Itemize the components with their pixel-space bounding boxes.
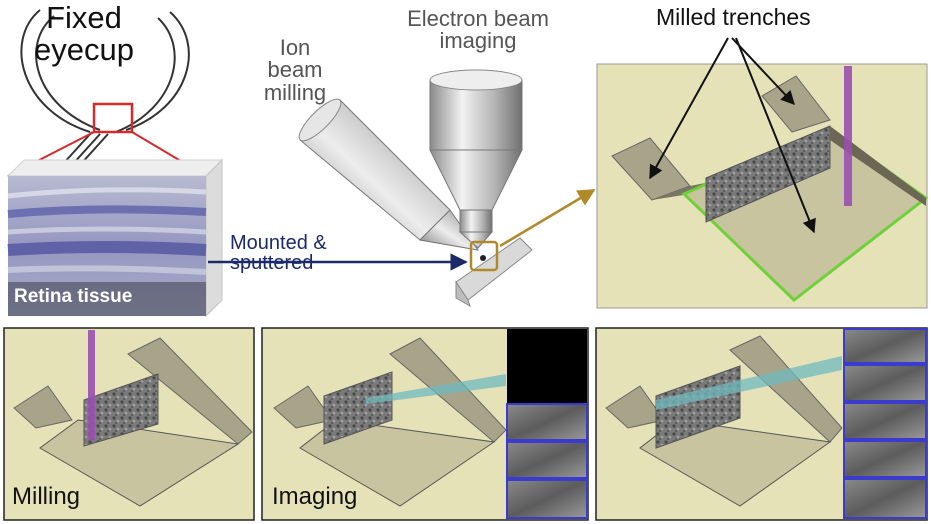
eyecup-drawing bbox=[20, 9, 190, 166]
milling-panel bbox=[3, 327, 255, 521]
mounted-label: Mounted & sputtered bbox=[230, 233, 327, 274]
electron-beam-column bbox=[429, 69, 523, 249]
ion-beam-label-line2: beam bbox=[267, 57, 323, 83]
ion-beam-column bbox=[298, 98, 480, 251]
retina-tissue-block bbox=[6, 158, 224, 318]
mounted-label-line2: sputtered bbox=[230, 252, 314, 275]
ion-beam-label: Ion beam milling bbox=[245, 35, 345, 105]
milled-trenches-arrows bbox=[649, 37, 816, 234]
ion-beam-label-line1: Ion bbox=[279, 35, 311, 60]
zoom-arrow bbox=[499, 188, 596, 248]
eyecup-label: Fixed eyecup bbox=[14, 2, 154, 65]
eyecup-label-line2: eyecup bbox=[34, 31, 134, 67]
imaging-panel bbox=[261, 327, 589, 521]
retina-tissue-label: Retina tissue bbox=[14, 286, 133, 307]
milling-panel-label: Milling bbox=[12, 483, 81, 510]
imaging-panel-label: Imaging bbox=[272, 483, 358, 510]
electron-beam-label-line2: imaging bbox=[439, 28, 517, 54]
eyecup-label-line1: Fixed bbox=[46, 0, 122, 35]
electron-beam-label: Electron beam imaging bbox=[378, 6, 578, 54]
mounted-label-line1: Mounted & bbox=[230, 232, 327, 254]
electron-beam-label-line1: Electron beam bbox=[407, 6, 549, 31]
ion-beam-label-line3: milling bbox=[263, 79, 327, 105]
milled-trenches-label: Milled trenches bbox=[656, 4, 811, 30]
imaging-panel-2 bbox=[595, 327, 928, 521]
sample-holder bbox=[455, 237, 533, 308]
